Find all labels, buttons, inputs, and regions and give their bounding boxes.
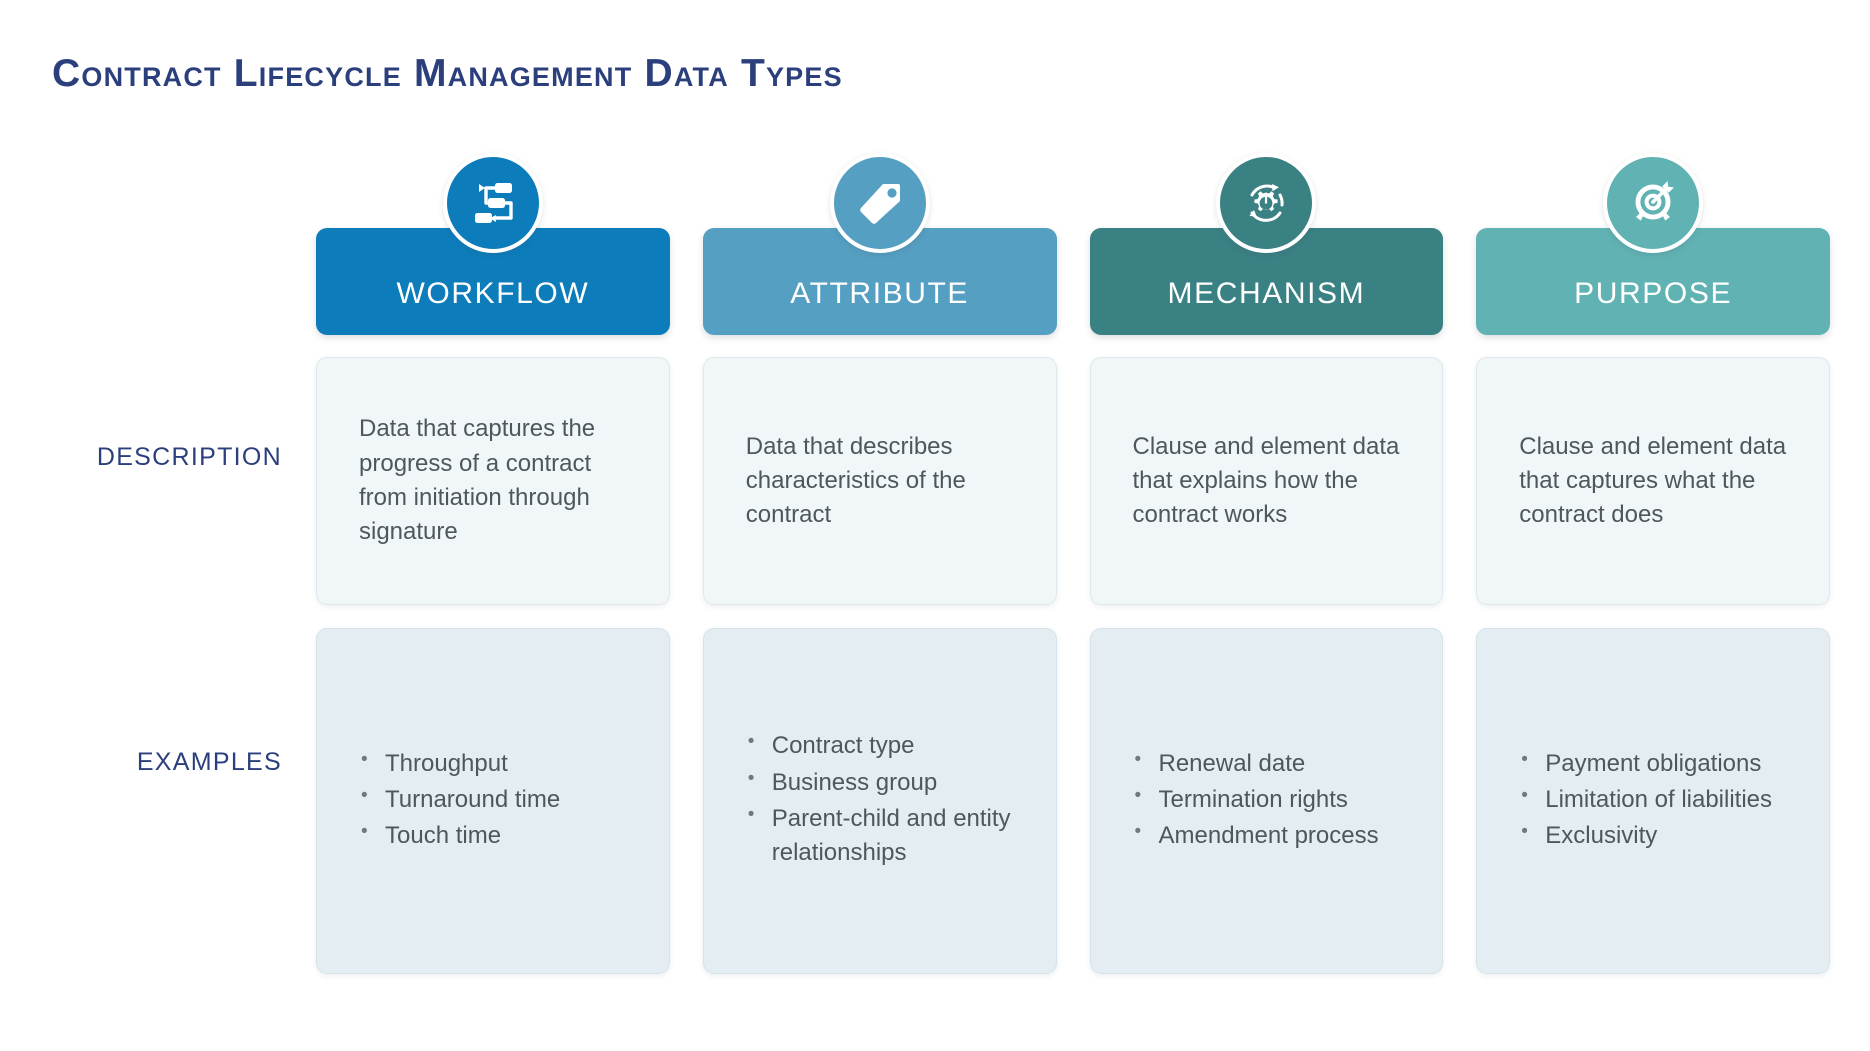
workflow-flowchart-icon bbox=[442, 153, 543, 253]
examples-list-purpose: Payment obligations Limitation of liabil… bbox=[1519, 746, 1787, 856]
row-label-examples: EXAMPLES bbox=[136, 748, 282, 776]
header-title-purpose: PURPOSE bbox=[1574, 277, 1733, 310]
page-title: Contract Lifecycle Management Data Types bbox=[52, 52, 843, 95]
category-column-mechanism: MECHANISM Clause and element data that e… bbox=[1089, 0, 1444, 1051]
description-card-purpose: Clause and element data that captures wh… bbox=[1476, 357, 1830, 605]
list-item: Payment obligations bbox=[1519, 746, 1787, 781]
list-item: Limitation of liabilities bbox=[1519, 782, 1787, 817]
list-item: Turnaround time bbox=[359, 782, 627, 817]
list-item: Throughput bbox=[359, 746, 627, 781]
description-text-attribute: Data that describes characteristics of t… bbox=[745, 432, 966, 529]
row-label-description: DESCRIPTION bbox=[96, 443, 282, 471]
header-title-attribute: ATTRIBUTE bbox=[790, 277, 970, 310]
examples-list-workflow: Throughput Turnaround time Touch time bbox=[359, 746, 627, 856]
category-column-attribute: ATTRIBUTE Data that describes characteri… bbox=[702, 0, 1057, 1051]
description-text-mechanism: Clause and element data that explains ho… bbox=[1132, 432, 1400, 529]
list-item: Termination rights bbox=[1133, 782, 1401, 817]
list-item: Business group bbox=[746, 765, 1014, 800]
description-card-workflow: Data that captures the progress of a con… bbox=[316, 357, 670, 605]
examples-card-workflow: Throughput Turnaround time Touch time bbox=[316, 628, 670, 974]
examples-list-mechanism: Renewal date Termination rights Amendmen… bbox=[1133, 746, 1401, 856]
list-item: Renewal date bbox=[1133, 746, 1401, 781]
description-card-mechanism: Clause and element data that explains ho… bbox=[1089, 357, 1444, 605]
list-item: Parent-child and entity relationships bbox=[746, 801, 1014, 871]
gear-refresh-icon bbox=[1216, 153, 1317, 253]
examples-card-attribute: Contract type Business group Parent-chil… bbox=[702, 628, 1057, 974]
header-title-mechanism: MECHANISM bbox=[1167, 277, 1366, 310]
tag-icon bbox=[829, 153, 930, 253]
header-title-workflow: WORKFLOW bbox=[396, 277, 590, 310]
description-card-attribute: Data that describes characteristics of t… bbox=[702, 357, 1057, 605]
list-item: Contract type bbox=[746, 728, 1014, 763]
category-column-workflow: WORKFLOW Data that captures the progress… bbox=[316, 0, 670, 1051]
description-text-workflow: Data that captures the progress of a con… bbox=[359, 415, 596, 546]
examples-list-attribute: Contract type Business group Parent-chil… bbox=[746, 728, 1014, 872]
examples-card-purpose: Payment obligations Limitation of liabil… bbox=[1476, 628, 1830, 974]
description-text-purpose: Clause and element data that captures wh… bbox=[1519, 432, 1787, 529]
examples-card-mechanism: Renewal date Termination rights Amendmen… bbox=[1089, 628, 1444, 974]
row-label-column: DESCRIPTION EXAMPLES bbox=[0, 0, 300, 1051]
list-item: Exclusivity bbox=[1519, 818, 1787, 853]
category-column-purpose: PURPOSE Clause and element data that cap… bbox=[1476, 0, 1830, 1051]
list-item: Touch time bbox=[359, 818, 627, 853]
target-arrow-icon bbox=[1603, 153, 1704, 253]
list-item: Amendment process bbox=[1133, 818, 1401, 853]
category-columns: WORKFLOW Data that captures the progress… bbox=[316, 0, 1830, 1051]
